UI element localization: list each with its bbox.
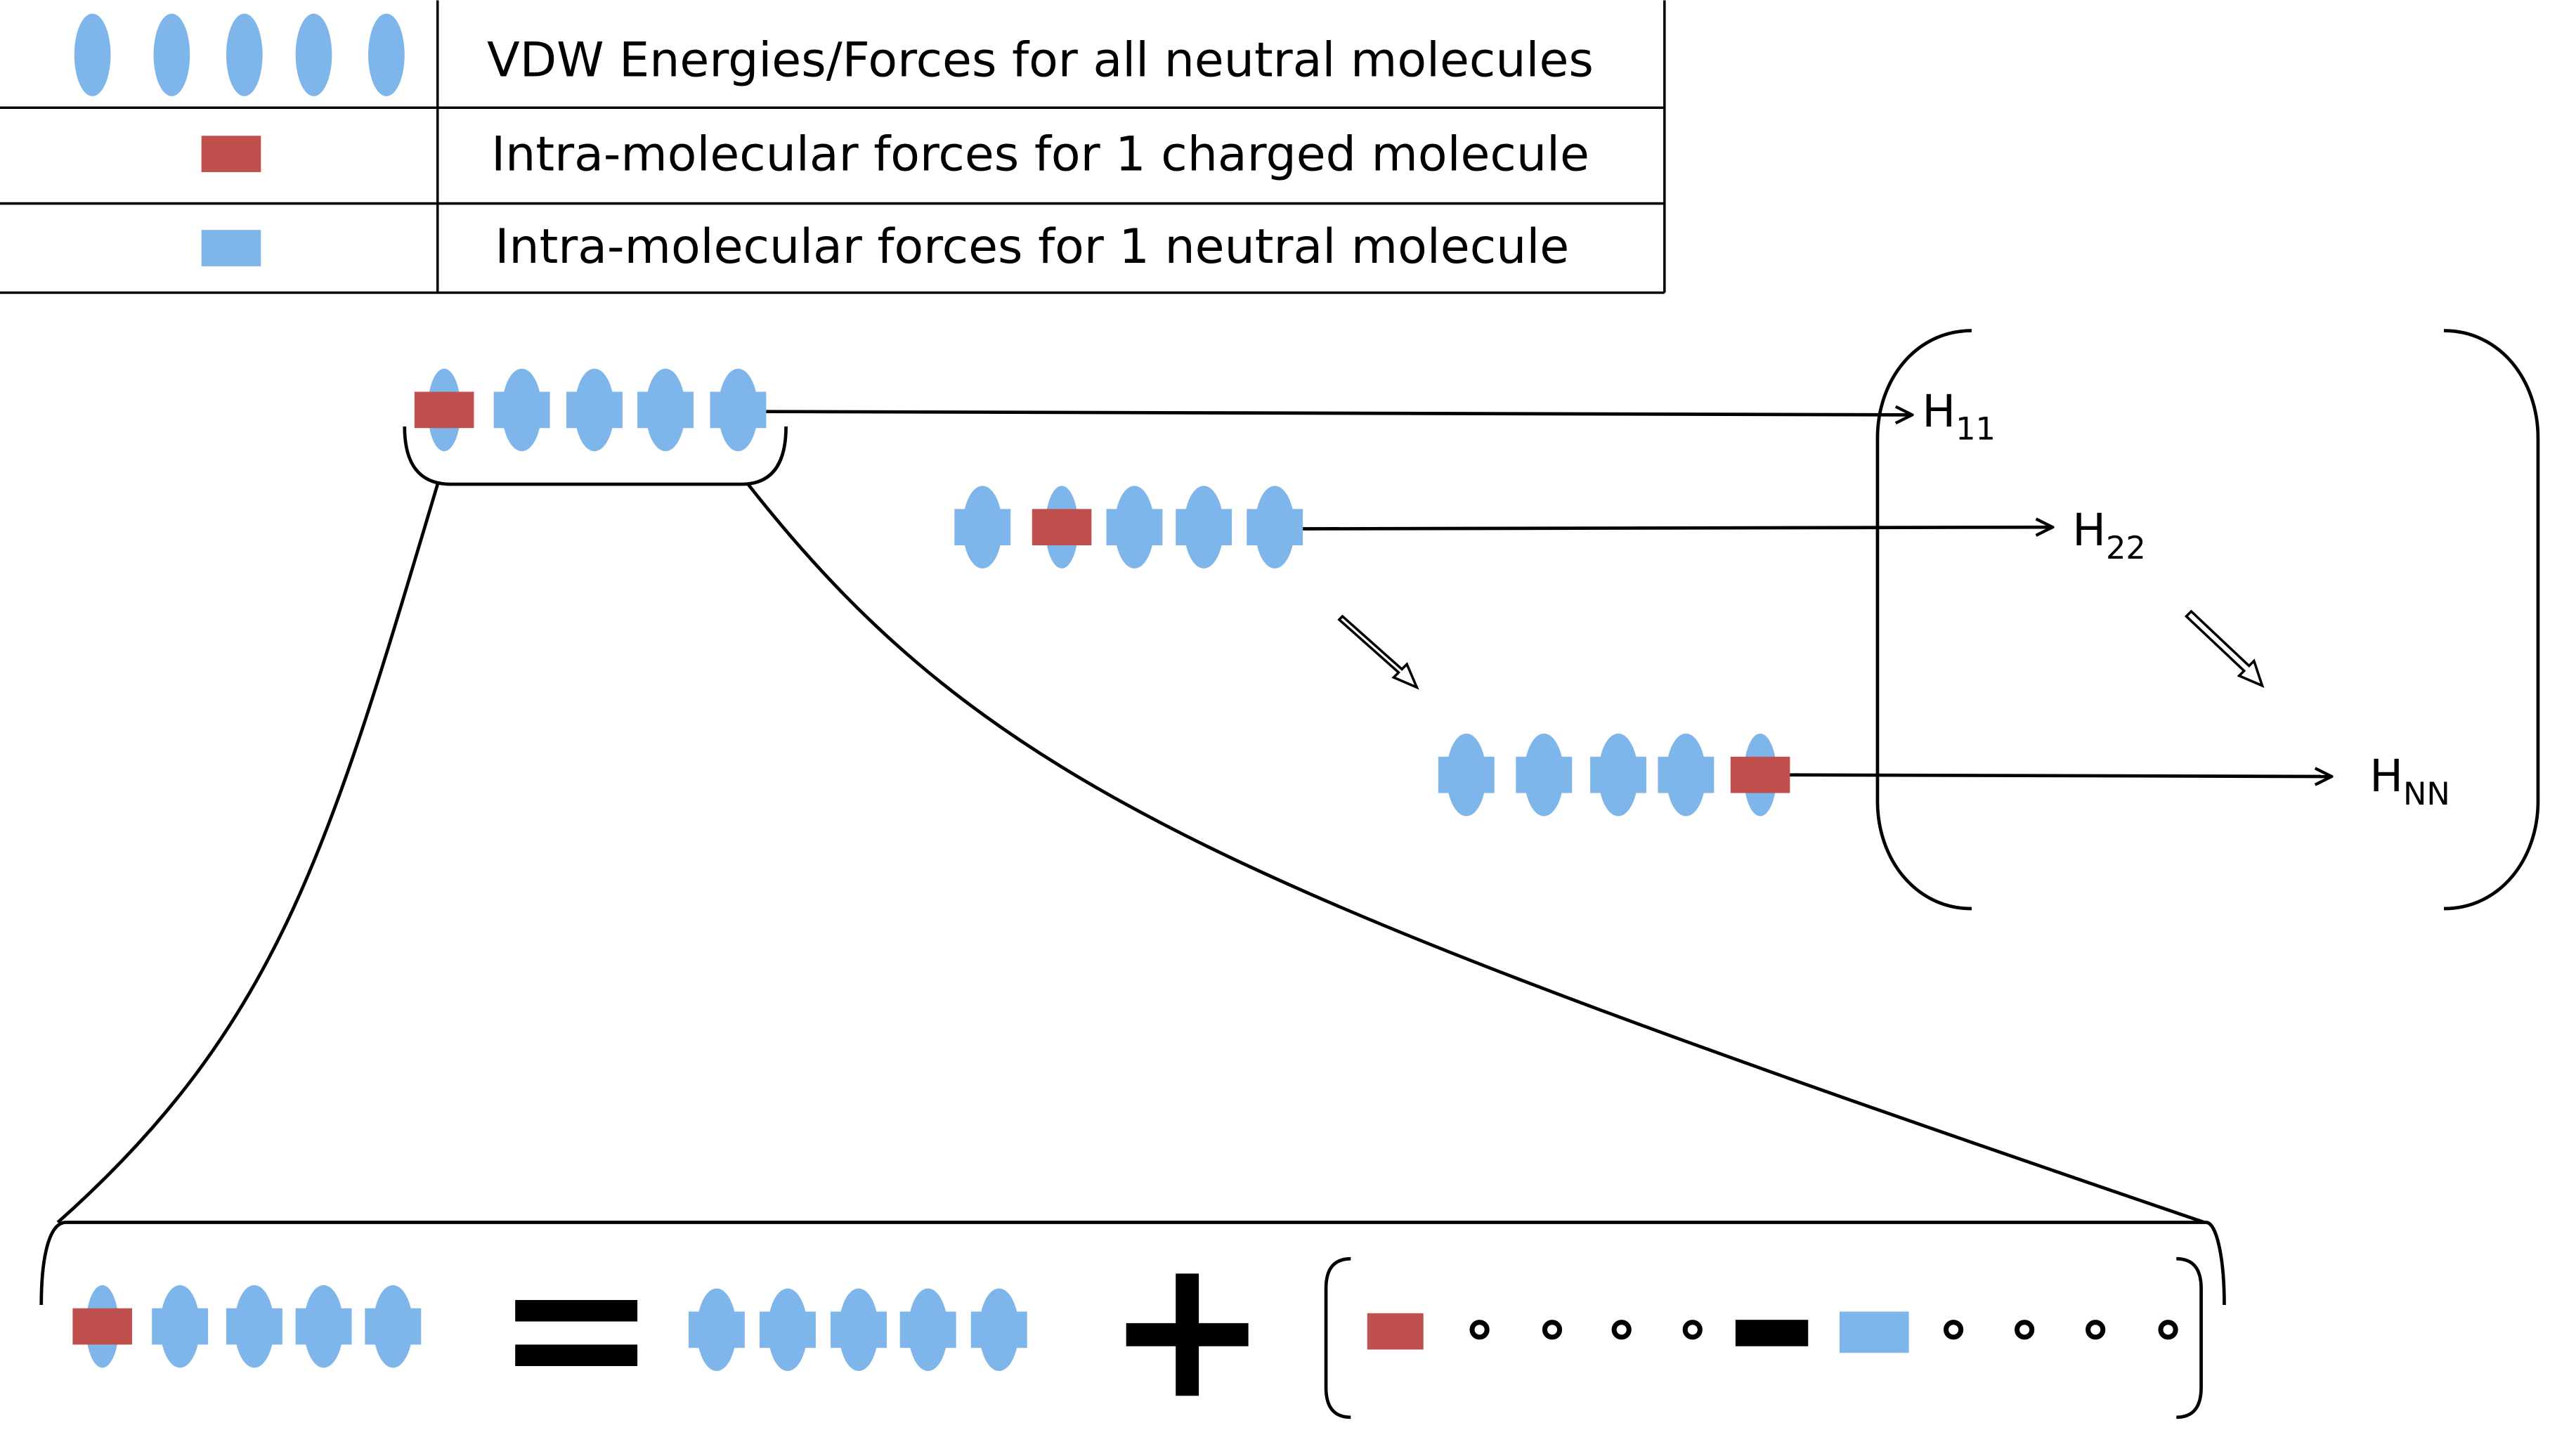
matrix-element-h22: H22: [2072, 504, 2146, 566]
arrow-to-h11: [766, 412, 1912, 415]
neutral-intra-term: [1839, 1311, 1909, 1353]
charged-intra-term: [1367, 1313, 1424, 1350]
matrix-right-bracket: [2443, 329, 2540, 911]
legend-table: [0, 0, 1666, 294]
minus-sign-icon: [1735, 1320, 1809, 1346]
legend-row-charged-label: Intra-molecular forces for 1 charged mol…: [491, 127, 1589, 183]
legend-row-vdw-label: VDW Energies/Forces for all neutral mole…: [487, 33, 1594, 89]
charged-rect-icon: [201, 136, 261, 172]
zoom-line-right: [746, 483, 2206, 1224]
ellipsis-dots-1: [1469, 1320, 1703, 1340]
expansion-bracket: [39, 1221, 2226, 1306]
legend-row-neutral-label: Intra-molecular forces for 1 neutral mol…: [495, 219, 1569, 275]
arrow-to-h22: [1303, 527, 2053, 528]
neutral-rect-icon: [201, 230, 261, 266]
configuration-1-bracket: [403, 426, 788, 486]
matrix-diagonal-arrow-icon: [2184, 609, 2265, 688]
correction-left-bracket: [1324, 1256, 1351, 1419]
plus-sign-icon: [1126, 1273, 1249, 1396]
vdw-ellipses-icon: [74, 13, 405, 96]
correction-right-bracket: [2176, 1256, 2203, 1419]
configuration-2: [954, 486, 1303, 568]
ellipsis-dots-2: [1943, 1320, 2178, 1340]
matrix-left-bracket: [1875, 329, 1972, 911]
configuration-n: [1438, 733, 1790, 817]
continuation-arrow-icon: [1337, 614, 1419, 690]
full-configuration: [72, 1285, 422, 1368]
arrow-to-hnn: [1790, 775, 2331, 777]
neutral-configuration: [688, 1288, 1027, 1372]
equals-sign-icon: [515, 1299, 638, 1366]
matrix-element-h11: H11: [1922, 385, 1996, 448]
zoom-line-left: [56, 483, 440, 1224]
configuration-1: [414, 368, 767, 452]
matrix-element-hnn: HNN: [2369, 750, 2450, 812]
